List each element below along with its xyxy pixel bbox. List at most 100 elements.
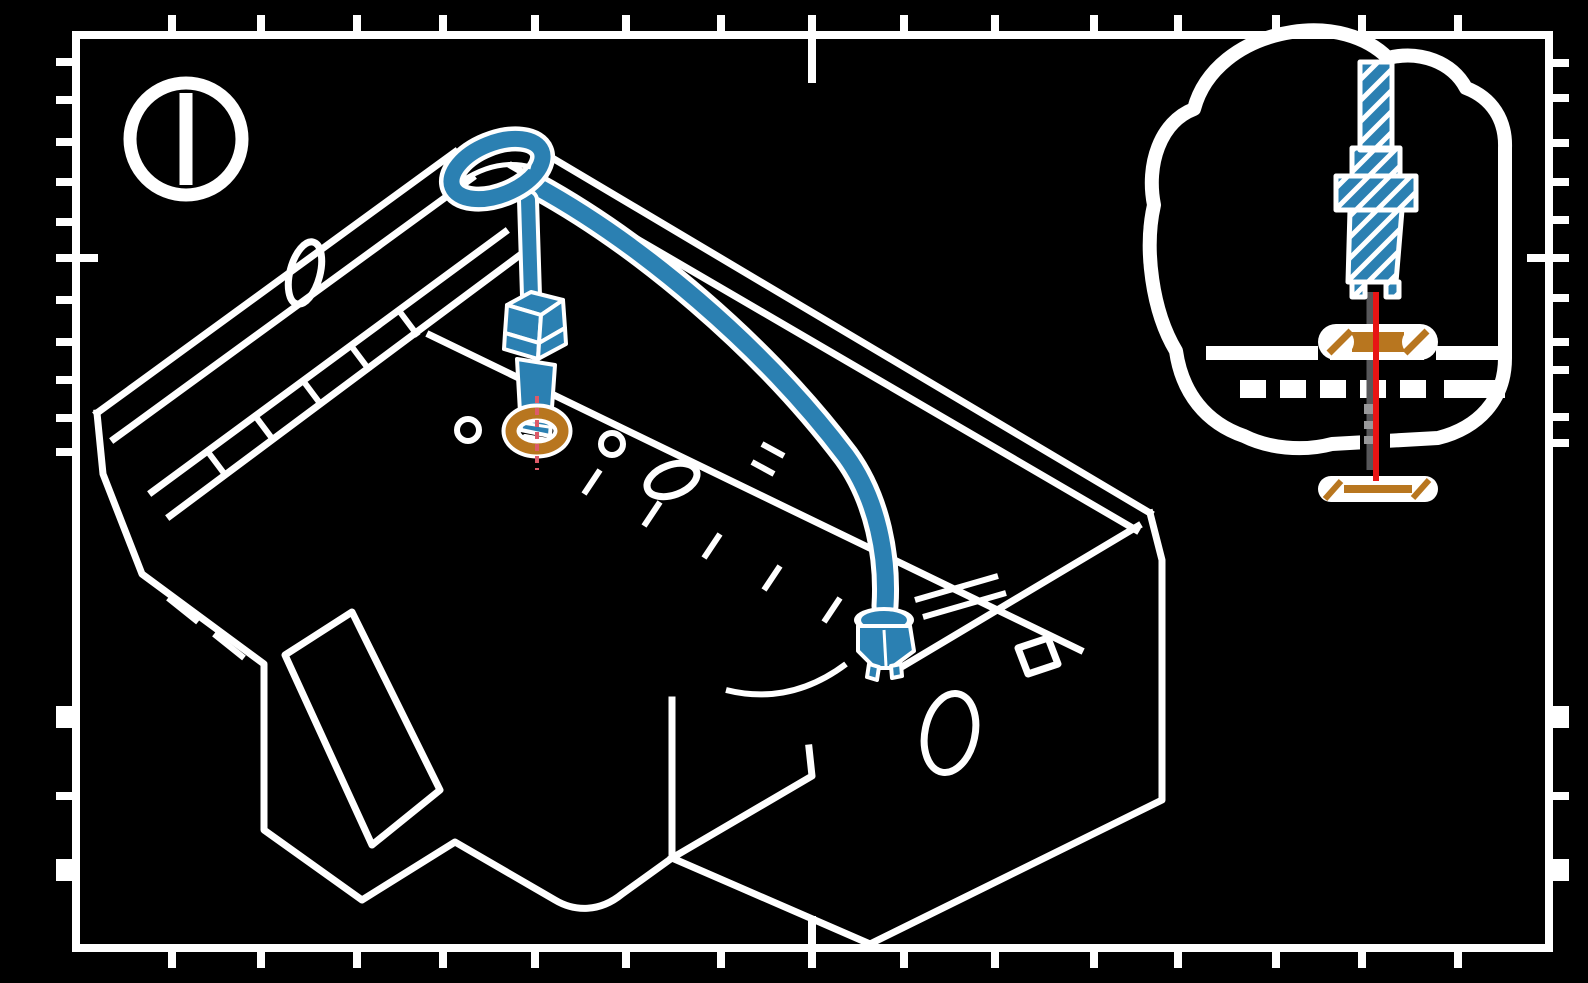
page-frame — [56, 15, 1569, 968]
tick-mark — [622, 948, 630, 968]
front-hook-line — [667, 744, 816, 863]
tick-mark — [439, 15, 447, 35]
tick-mark — [991, 15, 999, 35]
outlet-nut-tab — [889, 662, 904, 680]
washer-end-slash — [1326, 328, 1354, 356]
step-badge — [123, 76, 249, 202]
tick-mark — [353, 15, 361, 35]
tick-mark — [1272, 948, 1280, 968]
tick-mark — [1549, 338, 1569, 346]
panel-block — [1444, 380, 1505, 398]
outlet-nut-facet — [882, 629, 888, 667]
frame-center-ticks — [808, 35, 816, 948]
rib-mark — [349, 345, 373, 373]
tick-mark — [168, 948, 176, 968]
tick-mark — [1527, 254, 1569, 262]
detail-bubble — [1142, 23, 1513, 502]
tick-mark — [168, 15, 176, 35]
appliance-line-art — [92, 135, 1166, 948]
rib-mark — [253, 415, 277, 443]
hose-loop-icon — [443, 130, 551, 208]
tick-mark — [1358, 948, 1366, 968]
lower-washer-cross-section — [1318, 476, 1438, 502]
deck-step-edge-a — [147, 227, 510, 497]
nut-tier2-right — [536, 326, 568, 361]
hose-tube — [527, 177, 894, 615]
tick-mark — [1549, 178, 1569, 186]
tick-mark — [1549, 792, 1569, 800]
tick-mark — [1549, 859, 1569, 881]
deck-curve — [725, 661, 848, 698]
tick-mark — [1174, 948, 1182, 968]
bolt-foot-outline — [1349, 279, 1368, 300]
tick-mark — [1090, 948, 1098, 968]
washer-end-slash — [1322, 479, 1344, 501]
hatch-line — [1336, 62, 1416, 297]
tick-mark — [1549, 706, 1569, 728]
hose-stub — [521, 193, 538, 303]
deck-hole — [454, 416, 482, 444]
step-badge-circle — [123, 76, 249, 202]
rib-mark — [761, 564, 783, 592]
tick-mark — [808, 916, 816, 948]
tick-mark — [900, 948, 908, 968]
hatch-line — [1336, 62, 1416, 297]
tick-mark — [1358, 15, 1366, 35]
tick-mark — [56, 448, 76, 456]
tick-mark — [56, 414, 76, 422]
tick-mark — [56, 859, 76, 881]
tick-mark — [1549, 439, 1569, 447]
tick-mark — [56, 706, 76, 728]
frame-ticks-right — [1527, 59, 1569, 881]
tick-mark — [56, 178, 76, 186]
tick-mark — [56, 376, 76, 384]
rib-mark — [750, 459, 776, 477]
tick-mark — [1454, 15, 1462, 35]
hatch-line — [1336, 62, 1416, 297]
tick-mark — [56, 296, 76, 304]
rib-mark — [205, 450, 229, 478]
bolt-foot-outline — [1383, 279, 1402, 300]
back-left-rail-outer — [92, 147, 460, 418]
hatch-line — [1336, 62, 1416, 297]
tick-mark — [531, 948, 539, 968]
rib-mark — [397, 310, 421, 338]
frame-ticks-top — [168, 15, 1462, 35]
tick-mark — [1549, 139, 1569, 147]
tick-mark — [900, 15, 908, 35]
panel-block — [1400, 380, 1426, 398]
tick-mark — [717, 948, 725, 968]
tick-mark — [991, 948, 999, 968]
panel-block — [1280, 380, 1306, 398]
tick-mark — [808, 35, 816, 83]
hatch-line — [1336, 62, 1416, 297]
rib-mark — [581, 468, 603, 496]
front-latch — [1014, 634, 1062, 678]
tick-mark — [1549, 94, 1569, 102]
hatch-line — [1336, 62, 1416, 297]
rib-mark — [821, 596, 843, 624]
deck-port-oval — [643, 459, 701, 501]
water-hose — [522, 172, 899, 620]
panel-block — [1240, 380, 1266, 398]
frame-ticks-left — [56, 58, 98, 881]
bubble-outline — [1142, 23, 1513, 456]
tick-mark — [56, 254, 98, 262]
rib-mark — [760, 441, 786, 459]
tick-mark — [808, 15, 816, 35]
tick-mark — [717, 15, 725, 35]
tick-mark — [56, 338, 76, 346]
outlet-nut-tab — [865, 662, 881, 682]
stair-mark — [166, 595, 200, 625]
tick-mark — [56, 58, 76, 66]
boss-line — [922, 590, 1007, 620]
front-port-oval — [920, 690, 980, 776]
back-left-rail-inner — [109, 173, 477, 444]
tick-mark — [1454, 948, 1462, 968]
tick-mark — [1549, 294, 1569, 302]
front-right-inner-edge — [895, 521, 1143, 673]
tick-mark — [808, 948, 816, 968]
panel-bar — [1436, 346, 1505, 360]
back-right-edge-outer — [517, 135, 1155, 518]
front-left-silhouette — [93, 409, 677, 912]
